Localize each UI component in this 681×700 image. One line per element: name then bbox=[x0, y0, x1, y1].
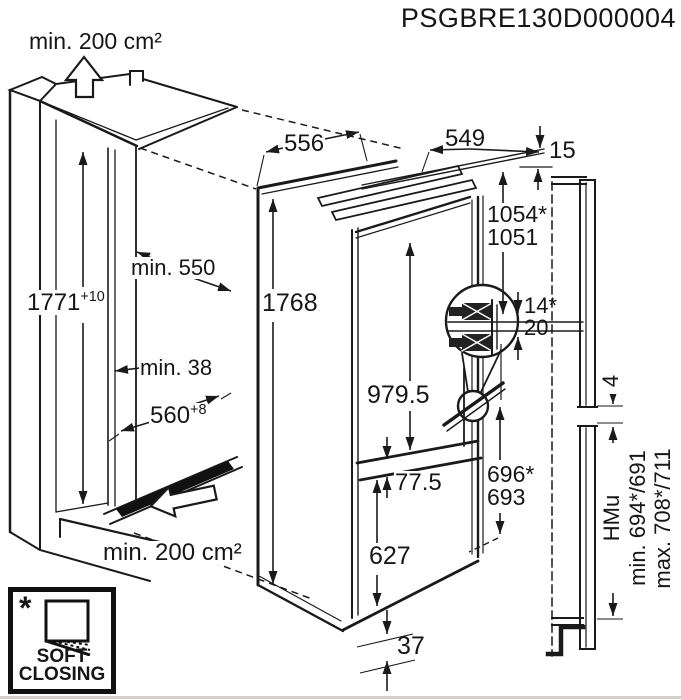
hmu-max-label: max. 708*/711 bbox=[650, 441, 675, 596]
top-hinge-rail-2 bbox=[330, 178, 478, 222]
hinge-detail-magnifier bbox=[442, 283, 584, 447]
hmu-min-label: min. 694*/691 bbox=[625, 443, 650, 593]
vent-up-arrow-icon bbox=[63, 55, 105, 99]
bottom-vent-label: min. 200 cm² bbox=[102, 539, 243, 566]
niche-depth-label: min. 550 bbox=[130, 255, 217, 280]
lower-door-label: 627 bbox=[368, 542, 412, 570]
appliance-width-label: 556 bbox=[283, 130, 326, 157]
top-vent-label: min. 200 cm² bbox=[29, 28, 162, 54]
furniture-panel-drawing bbox=[519, 166, 598, 657]
hinge-top-position-label: 1054* 1051 bbox=[486, 201, 549, 250]
appliance-depth-label: 549 bbox=[445, 125, 486, 152]
soft-closing-badge: * SOFT CLOSING bbox=[8, 587, 116, 694]
upper-door-label: 979.5 bbox=[366, 381, 431, 409]
projection-lines bbox=[133, 109, 405, 600]
appliance-height-label: 1768 bbox=[261, 289, 319, 317]
vent-grille bbox=[116, 461, 234, 517]
hinge-offset-alt-label: 14* bbox=[524, 293, 558, 318]
furniture-plinth-step bbox=[545, 624, 586, 657]
appliance-drawing bbox=[256, 148, 545, 633]
airflow-arrow-icon bbox=[148, 484, 218, 519]
badge-text-line1: SOFT bbox=[36, 646, 88, 667]
hinge-bottom-position-label: 696* 693 bbox=[486, 461, 536, 510]
badge-text-line2: CLOSING bbox=[18, 664, 106, 685]
soft-closing-door-icon bbox=[44, 599, 91, 656]
footnote-asterisk: * bbox=[19, 590, 32, 626]
niche-height-label: 1771+10 bbox=[26, 289, 106, 316]
hinge-offset-label: 20 bbox=[524, 315, 549, 340]
hmu-label: HMu bbox=[599, 443, 624, 593]
base-height-label: 37 bbox=[397, 632, 425, 660]
panel-gap-label: 4 bbox=[598, 368, 623, 394]
niche-rear-gap-label: min. 38 bbox=[139, 355, 214, 380]
top-clearance-label: 15 bbox=[549, 137, 576, 164]
document-code: PSGBRE130D000004 bbox=[400, 3, 676, 33]
niche-width-label: 560+8 bbox=[149, 402, 208, 429]
left-cabinet-drawing bbox=[7, 70, 243, 582]
door-gap-label: 77.5 bbox=[394, 469, 443, 496]
